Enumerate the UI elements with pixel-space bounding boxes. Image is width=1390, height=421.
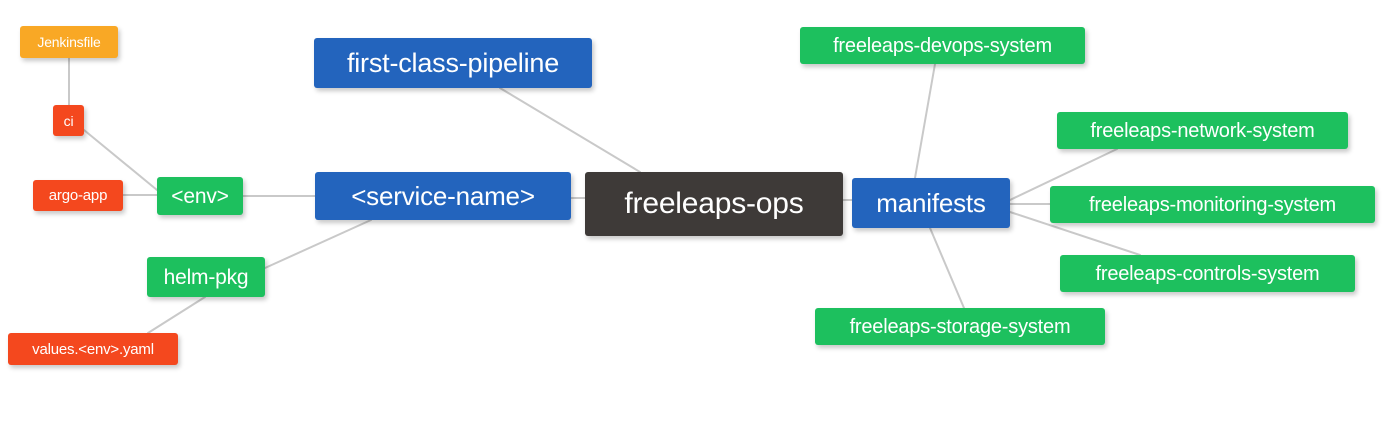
- node-label-ci: ci: [63, 112, 74, 129]
- node-freeleaps-storage-system[interactable]: freeleaps-storage-system: [815, 308, 1105, 345]
- node-values-yaml[interactable]: values.<env>.yaml: [8, 333, 178, 365]
- node-label-freeleaps-devops-system: freeleaps-devops-system: [833, 34, 1052, 57]
- edge-manifests-to-freeleaps-storage-system: [929, 227, 965, 309]
- node-ci[interactable]: ci: [53, 105, 84, 136]
- node-freeleaps-controls-system[interactable]: freeleaps-controls-system: [1060, 255, 1355, 292]
- node-label-manifests: manifests: [876, 188, 986, 218]
- node-label-values-yaml: values.<env>.yaml: [32, 340, 154, 358]
- node-label-freeleaps-storage-system: freeleaps-storage-system: [849, 315, 1071, 338]
- edge-service-name-to-helm-pkg: [264, 219, 372, 269]
- node-label-freeleaps-controls-system: freeleaps-controls-system: [1095, 262, 1320, 285]
- edge-manifests-to-freeleaps-devops-system: [914, 63, 936, 179]
- node-label-freeleaps-network-system: freeleaps-network-system: [1090, 119, 1315, 142]
- node-label-jenkinsfile: Jenkinsfile: [37, 34, 101, 50]
- node-freeleaps-ops[interactable]: freeleaps-ops: [585, 172, 843, 236]
- node-label-freeleaps-monitoring-system: freeleaps-monitoring-system: [1089, 193, 1336, 216]
- node-helm-pkg[interactable]: helm-pkg: [147, 257, 265, 297]
- node-freeleaps-network-system[interactable]: freeleaps-network-system: [1057, 112, 1348, 149]
- node-first-class-pipeline[interactable]: first-class-pipeline: [314, 38, 592, 88]
- edge-first-class-pipeline-to-freeleaps-ops: [499, 87, 641, 173]
- node-label-freeleaps-ops: freeleaps-ops: [624, 187, 804, 220]
- node-argo-app[interactable]: argo-app: [33, 180, 123, 211]
- node-label-env: <env>: [171, 184, 229, 208]
- edge-helm-pkg-to-values-yaml: [147, 296, 206, 334]
- node-freeleaps-monitoring-system[interactable]: freeleaps-monitoring-system: [1050, 186, 1375, 223]
- node-label-service-name: <service-name>: [351, 181, 535, 211]
- node-service-name[interactable]: <service-name>: [315, 172, 571, 220]
- node-env[interactable]: <env>: [157, 177, 243, 215]
- node-label-argo-app: argo-app: [48, 187, 108, 204]
- node-label-helm-pkg: helm-pkg: [163, 265, 249, 289]
- node-manifests[interactable]: manifests: [852, 178, 1010, 228]
- node-label-first-class-pipeline: first-class-pipeline: [346, 47, 560, 78]
- node-jenkinsfile[interactable]: Jenkinsfile: [20, 26, 118, 58]
- node-freeleaps-devops-system[interactable]: freeleaps-devops-system: [800, 27, 1085, 64]
